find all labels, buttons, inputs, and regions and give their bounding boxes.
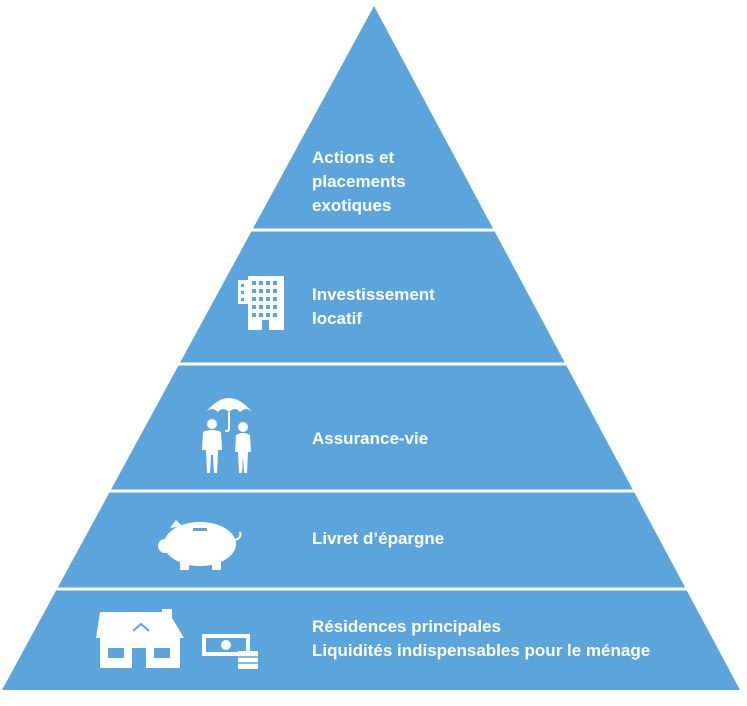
tier-label-savings-account: Livret d’épargne <box>312 527 444 551</box>
tier-label-rental-investment: Investissement locatif <box>312 283 435 331</box>
tier-label-life-insurance: Assurance-vie <box>312 427 428 451</box>
tier-label-residences-liquidity: Résidences principales Liquidités indisp… <box>312 615 650 663</box>
tier-label-stocks-exotic: Actions et placements exotiques <box>312 146 406 218</box>
tier-1-line-2: placements <box>312 172 406 191</box>
couple-icon <box>202 419 251 473</box>
tier-dividers <box>54 228 694 591</box>
piggy-bank-icon <box>158 520 242 570</box>
tier-2-line-2: locatif <box>312 309 363 328</box>
umbrella-icon <box>206 398 252 433</box>
tier-4-line-1: Livret d’épargne <box>312 529 445 548</box>
tier-3-line-1: Assurance-vie <box>312 429 429 448</box>
tier-5-line-1: Résidences principales <box>312 617 501 636</box>
tier-2-line-1: Investissement <box>312 285 435 304</box>
house-icon <box>96 609 184 668</box>
tier-1-line-1: Actions et <box>312 148 395 167</box>
pyramid-body <box>2 6 740 690</box>
tier-1-line-3: exotiques <box>312 196 392 215</box>
tier-5-line-2: Liquidités indispensables pour le ménage <box>312 641 651 660</box>
office-building-icon <box>238 276 284 330</box>
banknote-coins-icon <box>202 634 258 669</box>
